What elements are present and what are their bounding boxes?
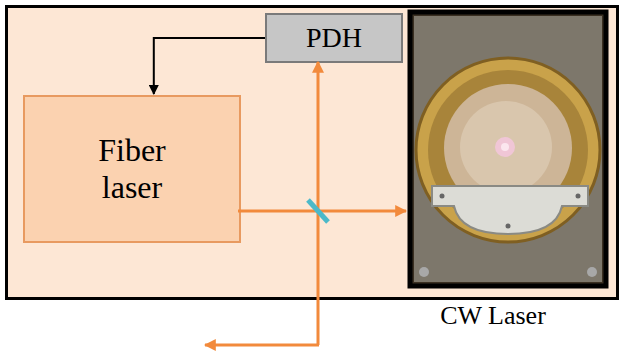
box-label: PDH (306, 22, 362, 54)
fiber-laser-box: Fiber laser (23, 95, 241, 243)
pdh-box: PDH (265, 13, 403, 63)
box-label: Fiber laser (77, 132, 187, 206)
panel-label: CW Laser (408, 301, 578, 331)
output-beam (205, 344, 319, 347)
laser-panel: CW LaserPDHFiber laser (5, 5, 619, 300)
